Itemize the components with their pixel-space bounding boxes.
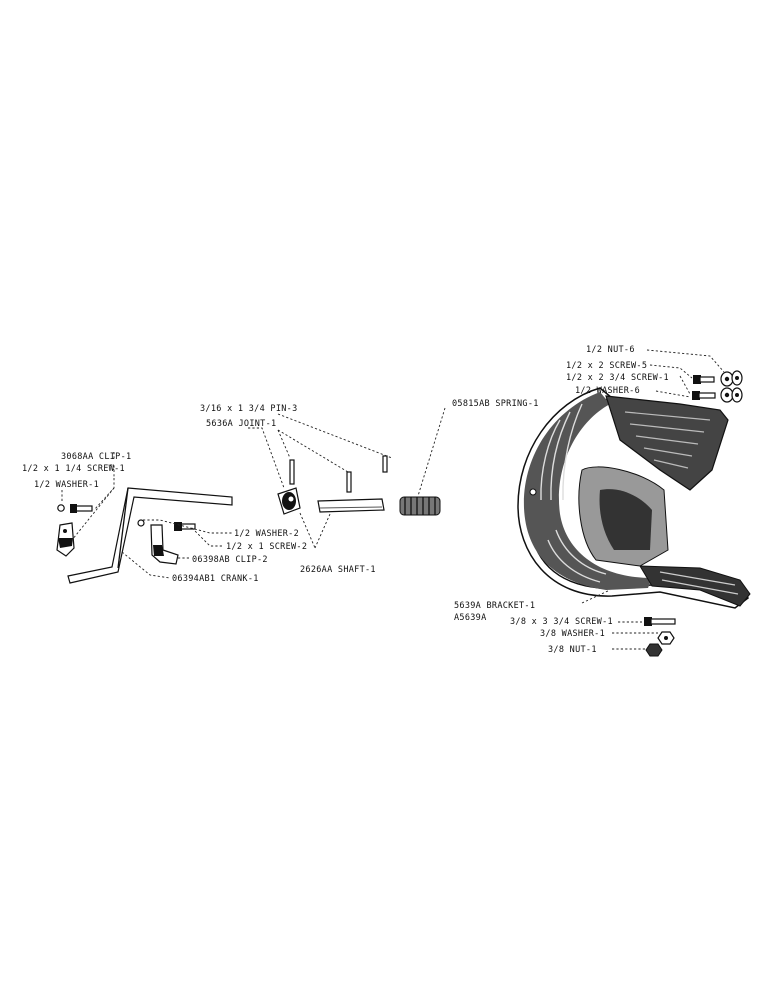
label-washer-2: 1/2 WASHER-2 — [234, 529, 299, 539]
leader-lines — [61, 349, 725, 650]
bracket — [517, 387, 751, 609]
label-screw-2: 1/2 x 1 SCREW-2 — [226, 542, 307, 552]
label-clip-1: 3068AA CLIP-1 — [61, 452, 131, 462]
pins — [289, 455, 388, 493]
label-shaft-1: 2626AA SHAFT-1 — [300, 565, 376, 575]
washer-left — [57, 504, 65, 512]
label-screw-1-right: 1/2 x 2 3/4 SCREW-1 — [566, 373, 669, 383]
label-screw-1-left: 1/2 x 1 1/4 SCREW-1 — [22, 464, 125, 474]
crank — [67, 487, 233, 584]
label-screw-1-bracket: 3/8 x 3 3/4 SCREW-1 — [510, 617, 613, 627]
joint — [277, 487, 301, 515]
label-washer-1-bracket: 3/8 WASHER-1 — [540, 629, 605, 639]
washer-mid — [137, 519, 145, 527]
label-screw-5: 1/2 x 2 SCREW-5 — [566, 361, 647, 371]
label-bracket-alt: A5639A — [454, 613, 487, 623]
label-spring-1: 05815AB SPRING-1 — [452, 399, 539, 409]
clip-2 — [150, 524, 179, 565]
screw-mid — [174, 522, 196, 531]
screw-left — [70, 504, 93, 513]
shaft — [317, 498, 385, 513]
label-washer-1-left: 1/2 WASHER-1 — [34, 480, 99, 490]
label-nut-1: 3/8 NUT-1 — [548, 645, 597, 655]
clip-left — [56, 522, 75, 557]
label-crank: 06394AB1 CRANK-1 — [172, 574, 259, 584]
upper-hardware — [692, 370, 743, 403]
label-pin-3: 3/16 x 1 3/4 PIN-3 — [200, 404, 298, 414]
lower-hardware — [644, 617, 676, 657]
label-clip-2: 06398AB CLIP-2 — [192, 555, 268, 565]
label-nut-6: 1/2 NUT-6 — [586, 345, 635, 355]
spring — [399, 496, 441, 516]
label-bracket-1: 5639A BRACKET-1 — [454, 601, 535, 611]
labels: 3068AA CLIP-1 1/2 x 1 1/4 SCREW-1 1/2 WA… — [22, 345, 669, 655]
label-joint-1: 5636A JOINT-1 — [206, 419, 276, 429]
label-washer-6: 1/2 WASHER-6 — [575, 386, 640, 396]
